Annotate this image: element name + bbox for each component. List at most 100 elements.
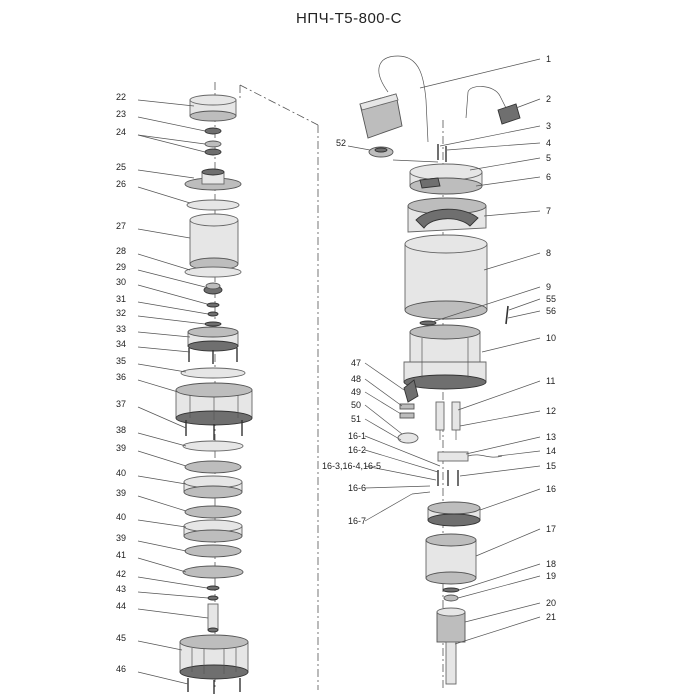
part-43-ring	[207, 595, 219, 601]
part-47-51-small-parts	[397, 379, 419, 444]
label-37: 37	[116, 399, 126, 409]
part-42-washer	[206, 585, 220, 591]
label-47: 47	[351, 358, 361, 368]
part-36-pump-housing	[175, 382, 253, 426]
label-45: 45	[116, 633, 126, 643]
part-27-cylinder	[189, 213, 239, 271]
label-20: 20	[546, 598, 556, 608]
part-32-ring	[204, 321, 222, 327]
label-16-6: 16-6	[348, 483, 366, 493]
label-42: 42	[116, 569, 126, 579]
label-46: 46	[116, 664, 126, 674]
label-36: 36	[116, 372, 126, 382]
part-labels-right: 1 2 3 4 5 6 7 8 9 55 56 10 11 12 13 14 1…	[546, 54, 556, 622]
part-11-capacitors	[435, 401, 461, 440]
part-3-4-screws	[437, 144, 447, 162]
label-3: 3	[546, 121, 551, 131]
label-16-3-16-4-16-5: 16-3,16-4,16-5	[322, 461, 381, 471]
label-8: 8	[546, 248, 551, 258]
label-56: 56	[546, 306, 556, 316]
part-41-base-plate	[182, 565, 244, 579]
label-55: 55	[546, 294, 556, 304]
label-30: 30	[116, 277, 126, 287]
part-29-bushing	[203, 282, 223, 295]
label-16-2: 16-2	[348, 445, 366, 455]
part-13-14-terminal-block	[437, 451, 503, 462]
part-2-plug	[465, 86, 521, 125]
label-35: 35	[116, 356, 126, 366]
label-25: 25	[116, 162, 126, 172]
label-6: 6	[546, 172, 551, 182]
label-32: 32	[116, 308, 126, 318]
part-46-screws	[187, 678, 241, 694]
part-30-washer	[206, 302, 220, 308]
label-41: 41	[116, 550, 126, 560]
label-14: 14	[546, 446, 556, 456]
part-labels-middle: 52 47 48 49 50 51 16-1 16-2 16-3,16-4,16…	[322, 138, 381, 526]
part-40-diffuser-a	[183, 475, 243, 499]
part-1-float-switch	[359, 55, 429, 143]
part-38-gasket	[182, 440, 244, 452]
label-4: 4	[546, 138, 551, 148]
diagram-title: НПЧ-Т5-800-С	[296, 10, 402, 27]
part-labels-left: 22 23 24 25 26 27 28 29 30 31 32 33 34 3…	[116, 92, 126, 674]
label-18: 18	[546, 559, 556, 569]
label-16: 16	[546, 484, 556, 494]
label-7: 7	[546, 206, 551, 216]
part-16-bearing-housing	[427, 501, 481, 527]
part-52-grommet	[368, 146, 394, 158]
part-23-ring	[204, 127, 222, 135]
label-43: 43	[116, 584, 126, 594]
label-16-1: 16-1	[348, 431, 366, 441]
label-24: 24	[116, 127, 126, 137]
label-38: 38	[116, 425, 126, 435]
label-44: 44	[116, 601, 126, 611]
part-17-stator	[425, 533, 477, 585]
part-33-upper-housing	[187, 326, 239, 352]
label-39-b: 39	[116, 488, 126, 498]
part-20-21-rotor	[436, 607, 466, 685]
label-13: 13	[546, 432, 556, 442]
label-1: 1	[546, 54, 551, 64]
label-39-c: 39	[116, 533, 126, 543]
label-2: 2	[546, 94, 551, 104]
part-24-washer-a	[204, 140, 222, 148]
label-16-7: 16-7	[348, 516, 366, 526]
label-5: 5	[546, 153, 551, 163]
label-21: 21	[546, 612, 556, 622]
part-34-screws	[188, 348, 238, 364]
label-31: 31	[116, 294, 126, 304]
left-parts-stack	[175, 94, 253, 694]
part-39-impeller-b	[184, 505, 242, 519]
label-12: 12	[546, 406, 556, 416]
label-28: 28	[116, 246, 126, 256]
label-34: 34	[116, 339, 126, 349]
label-48: 48	[351, 374, 361, 384]
part-35-gasket	[180, 367, 246, 379]
label-40-b: 40	[116, 512, 126, 522]
part-22-cap	[189, 94, 237, 122]
part-39-impeller-c	[184, 544, 242, 558]
part-40-diffuser-b	[183, 519, 243, 543]
label-17: 17	[546, 524, 556, 534]
label-33: 33	[116, 324, 126, 334]
label-50: 50	[351, 400, 361, 410]
label-39-a: 39	[116, 443, 126, 453]
part-10-motor-frame	[403, 324, 487, 390]
part-24-washer-b	[204, 148, 222, 156]
part-8-outer-shell	[404, 234, 488, 320]
part-31-ring	[207, 311, 219, 317]
part-39-impeller-a	[184, 460, 242, 474]
label-15: 15	[546, 461, 556, 471]
part-28-gasket	[184, 266, 242, 278]
label-49: 49	[351, 387, 361, 397]
part-15-screws	[437, 470, 459, 486]
label-26: 26	[116, 179, 126, 189]
label-11: 11	[546, 376, 555, 386]
label-23: 23	[116, 109, 126, 119]
part-18-washer	[442, 587, 460, 593]
label-9: 9	[546, 282, 551, 292]
leader-lines	[137, 58, 541, 685]
part-25-cover	[184, 168, 242, 191]
part-19-bearing	[443, 594, 459, 602]
